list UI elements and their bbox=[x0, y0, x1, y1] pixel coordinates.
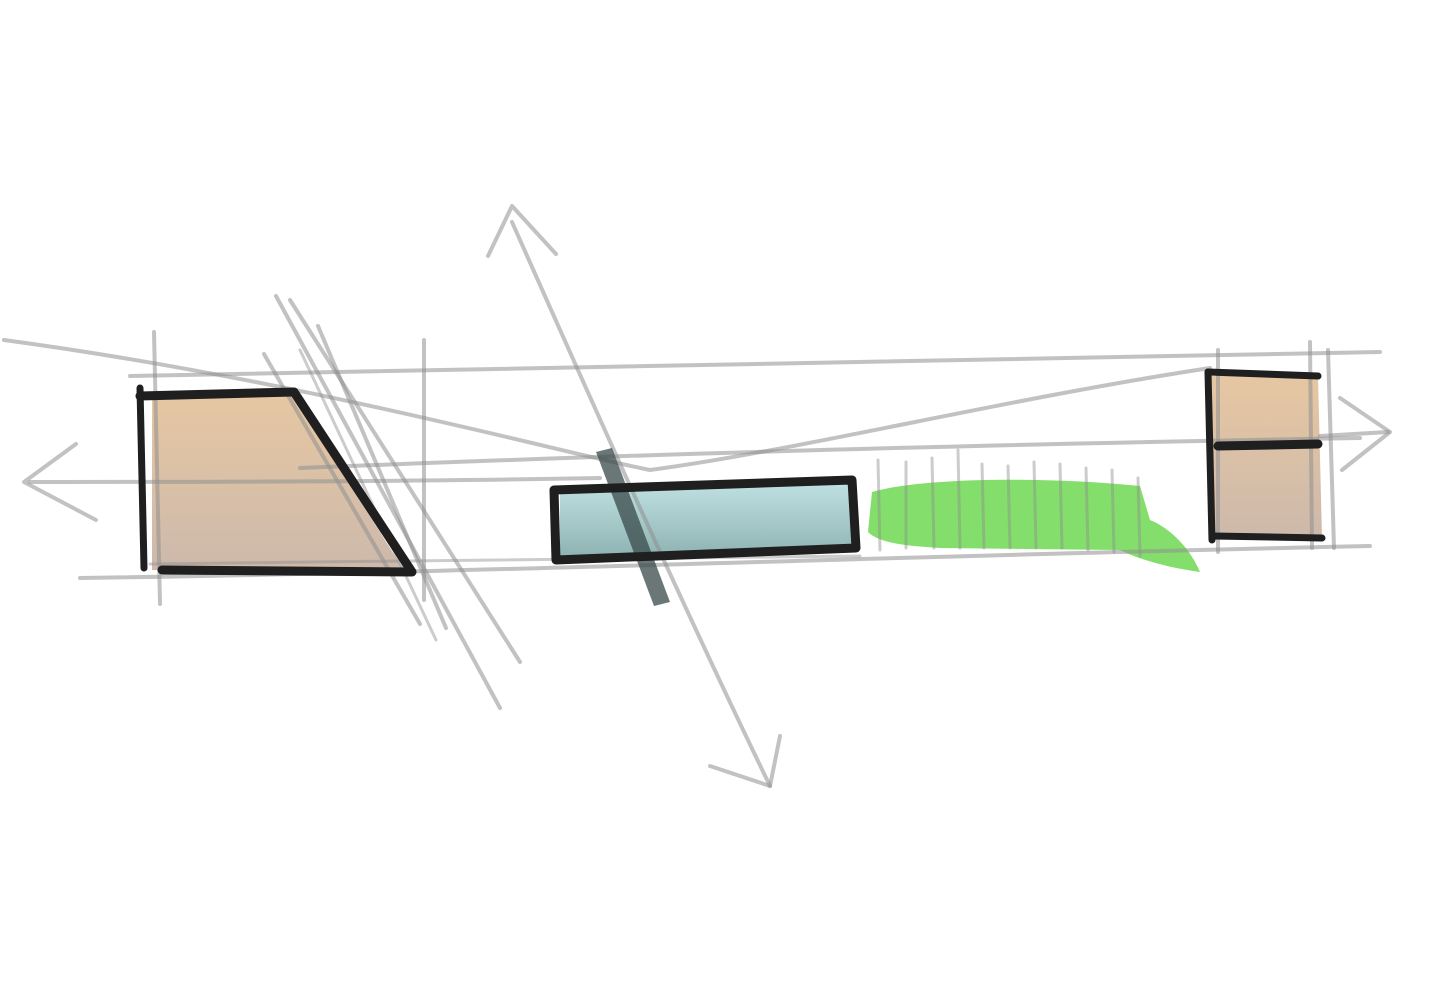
tick bbox=[956, 448, 962, 550]
diagonal-arrow-shaft bbox=[510, 220, 772, 788]
guide-vertical-right-c bbox=[1326, 348, 1336, 550]
diagonal-double-arrow bbox=[486, 204, 782, 788]
tick bbox=[980, 462, 986, 550]
slant-guide-2 bbox=[288, 298, 522, 664]
right-volume-fill bbox=[1210, 376, 1322, 538]
marker-outlines bbox=[135, 368, 1326, 577]
left-arrow bbox=[22, 442, 98, 522]
slant-guide-4 bbox=[262, 352, 422, 626]
guide-left-axis bbox=[28, 476, 602, 484]
center-volume-outline bbox=[549, 475, 861, 565]
guide-lower-light bbox=[148, 554, 862, 566]
left-arrow-head bbox=[22, 442, 98, 522]
tick bbox=[1084, 466, 1090, 552]
tick bbox=[1032, 460, 1038, 550]
tick bbox=[876, 458, 882, 552]
guide-upper-sweep bbox=[2, 338, 1212, 472]
left-volume-left-edge bbox=[136, 384, 148, 572]
left-volume-outline bbox=[135, 387, 417, 577]
tick bbox=[1136, 476, 1142, 558]
slant-guide-5 bbox=[298, 348, 438, 642]
center-volume-fill bbox=[560, 484, 852, 556]
slant-guide-3 bbox=[316, 324, 448, 630]
slant-guide-1 bbox=[274, 294, 502, 710]
tick bbox=[1110, 468, 1116, 554]
diagonal-arrow-head-top bbox=[486, 204, 558, 258]
tick bbox=[1058, 462, 1064, 550]
diagonal-arrow-head-bottom bbox=[708, 734, 782, 788]
right-volume-bottom bbox=[1210, 532, 1326, 542]
tick bbox=[930, 456, 936, 550]
right-volume-band bbox=[1213, 439, 1323, 451]
fills bbox=[152, 376, 1322, 572]
landscape-fence-ticks bbox=[876, 448, 1142, 558]
guide-vertical-left bbox=[152, 330, 162, 606]
right-volume-side bbox=[1204, 368, 1216, 544]
right-volume-top bbox=[1204, 368, 1322, 380]
landscape-fill bbox=[868, 479, 1200, 572]
guide-mid-horizontal bbox=[298, 436, 1362, 470]
tick bbox=[1006, 464, 1012, 550]
right-arrow-head bbox=[1338, 396, 1392, 472]
